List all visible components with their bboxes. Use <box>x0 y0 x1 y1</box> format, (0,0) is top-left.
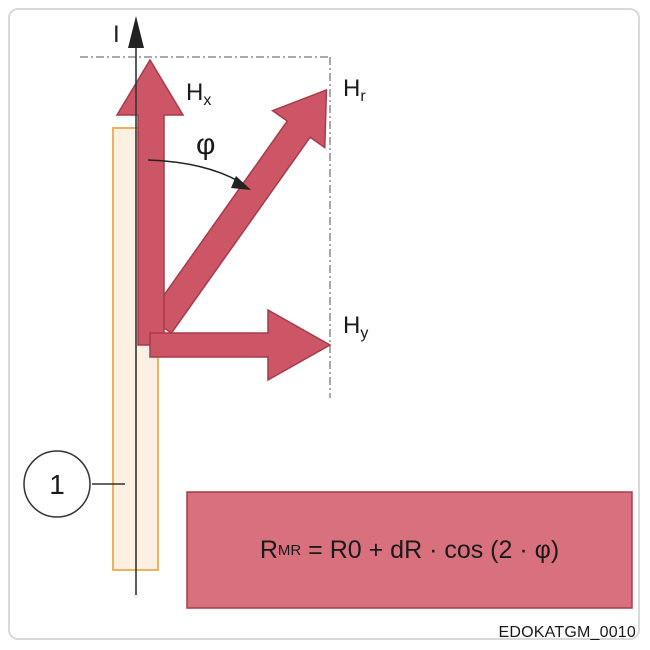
hx-label: Hx <box>186 79 211 109</box>
hy-label: Hy <box>343 312 368 342</box>
formula-box-bg <box>186 491 633 609</box>
hr-label: Hr <box>343 75 366 105</box>
formula-lhs-main: R <box>259 535 278 564</box>
phi-arc-arrowhead <box>231 176 251 190</box>
image-id: EDOKATGM_0010 <box>498 624 636 641</box>
hr-arrow <box>147 88 328 335</box>
hx-arrow <box>115 58 185 346</box>
current-axis-arrowhead <box>128 16 144 48</box>
axis-label-i: I <box>113 21 120 48</box>
phi-label: φ <box>196 128 215 161</box>
formula-lhs-sub: MR <box>277 541 302 559</box>
phi-arc <box>147 159 241 183</box>
formula-rhs: = R0 + dR · cos (2 · φ) <box>301 535 560 564</box>
callout-number: 1 <box>49 469 65 500</box>
hy-arrow <box>149 308 332 382</box>
callout-circle <box>23 450 91 518</box>
